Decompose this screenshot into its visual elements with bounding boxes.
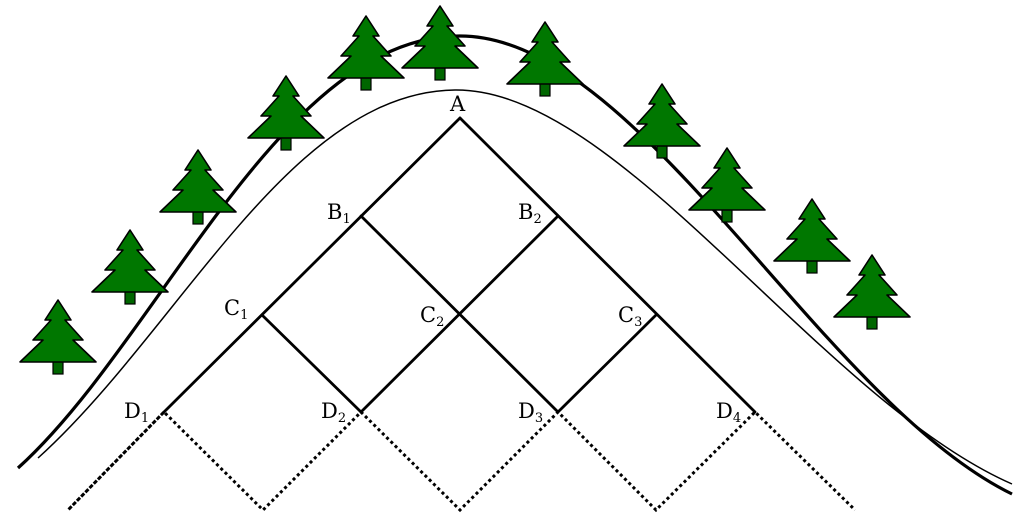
tree-canopy: [623, 83, 701, 147]
dotted-zigzag: [66, 409, 857, 513]
pine-tree-icon: [159, 149, 237, 225]
pine-tree-icon: [91, 229, 169, 305]
edge-c1-d2: [260, 313, 363, 414]
edge-b2-d2: [359, 214, 560, 414]
tree-canopy: [159, 149, 237, 213]
solid-lattice: [162, 116, 757, 414]
pine-tree-icon: [688, 147, 766, 223]
tree-canopy: [688, 147, 766, 211]
pine-tree-icon: [247, 75, 325, 151]
label-d4: D4: [716, 399, 741, 426]
label-a: A: [449, 92, 466, 116]
outer-hill-curve: [16, 34, 1013, 496]
label-c2: C2: [420, 303, 444, 330]
tree-canopy: [19, 299, 97, 363]
edge-a-d4: [458, 116, 757, 414]
pine-tree-icon: [623, 83, 701, 159]
label-d1: D1: [124, 399, 149, 426]
pine-tree-icon: [833, 254, 911, 330]
trees-group: [19, 5, 911, 375]
pine-tree-icon: [19, 299, 97, 375]
pine-tree-icon: [506, 21, 584, 97]
label-c1: C1: [224, 296, 248, 323]
label-d2: D2: [321, 399, 346, 426]
tree-canopy: [506, 21, 584, 85]
tree-canopy: [401, 5, 479, 69]
tree-canopy: [91, 229, 169, 293]
label-c3: C3: [618, 303, 642, 330]
label-b2: B2: [518, 200, 542, 227]
label-d3: D3: [518, 399, 543, 426]
dotted-lattice: [66, 409, 857, 513]
pine-tree-icon: [401, 5, 479, 81]
vertex-labels: A B1 B2 C1 C2 C3 D1 D2 D3 D4: [124, 92, 741, 426]
tree-canopy: [327, 15, 405, 79]
label-b1: B1: [327, 200, 351, 227]
tree-canopy: [773, 198, 851, 262]
edge-c3-d3: [556, 313, 658, 414]
edge-a-d1: [162, 116, 462, 414]
pine-tree-icon: [773, 198, 851, 274]
tree-canopy: [833, 254, 911, 318]
inner-hill-curve: [37, 89, 1013, 485]
tree-canopy: [247, 75, 325, 139]
pine-tree-icon: [327, 15, 405, 91]
